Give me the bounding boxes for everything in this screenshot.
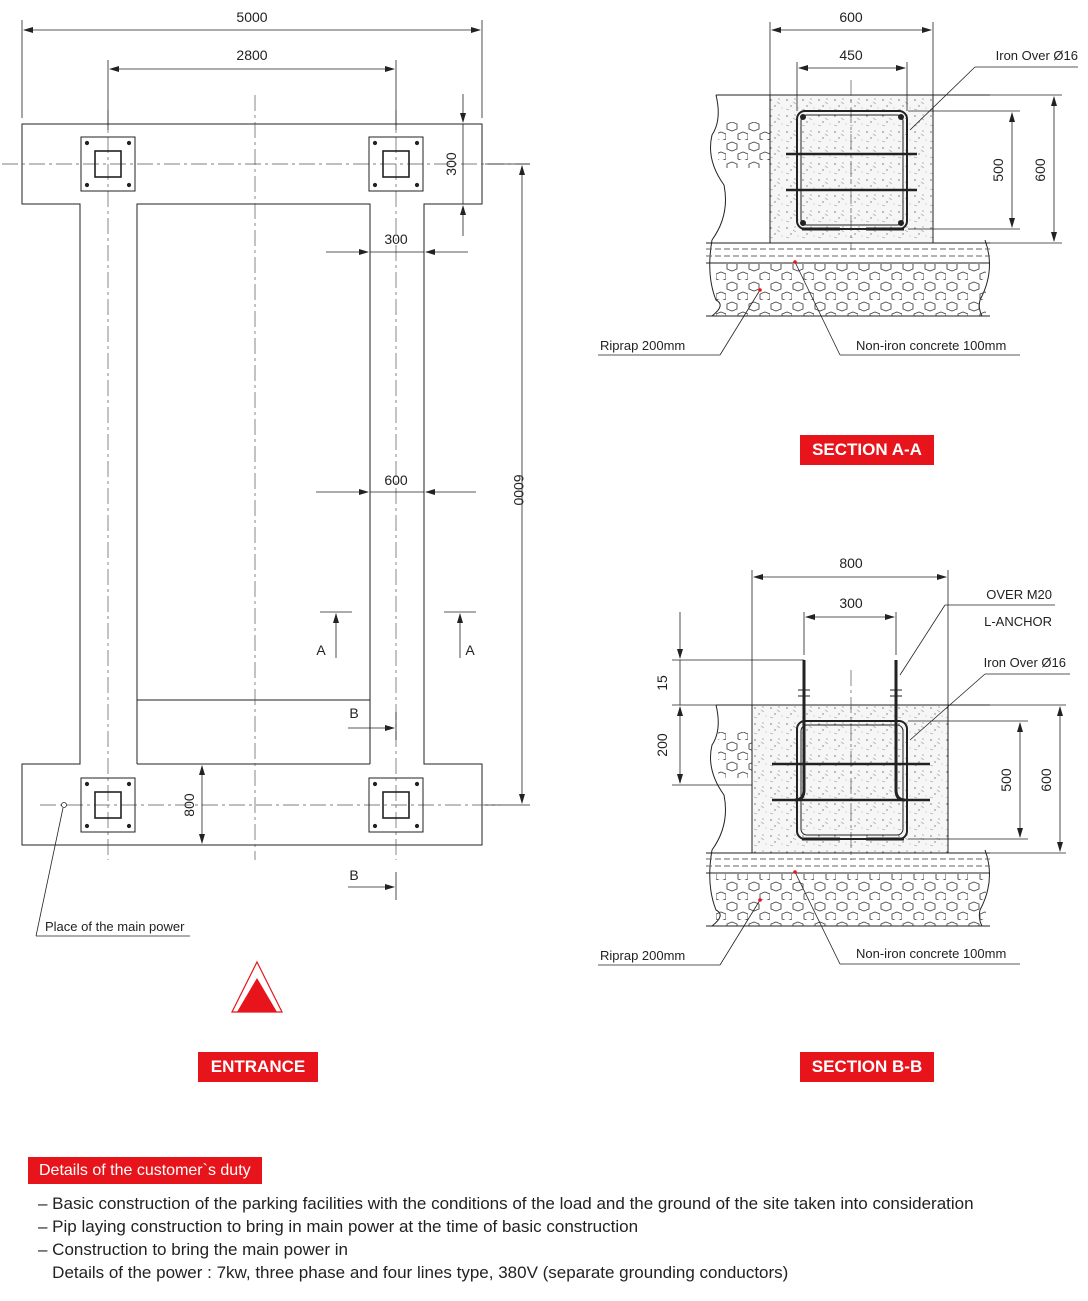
entrance-label: ENTRANCE (198, 1052, 318, 1082)
l-anchor-right (890, 660, 906, 802)
section-bb-title: SECTION B-B (800, 1052, 934, 1082)
section-bb (598, 570, 1070, 966)
concrete-block-bb (751, 704, 949, 854)
bb-iron-label: Iron Over Ø16 (984, 655, 1066, 670)
dim-5000-label: 5000 (236, 9, 267, 25)
section-b-marker-bottom (348, 872, 397, 900)
dim-300-vertical-label: 300 (443, 152, 459, 176)
power-place-label: Place of the main power (45, 919, 185, 934)
base-plate (80, 136, 136, 192)
rebar-cage-aa (796, 110, 908, 230)
section-b-top-label: B (349, 705, 358, 721)
bb-dim-15: 15 (654, 675, 670, 691)
duty-item: – Construction to bring the main power i… (38, 1240, 348, 1259)
aa-dim-500: 500 (990, 158, 1006, 182)
power-leader (35, 802, 190, 937)
plan-view (2, 20, 530, 1013)
aa-dim-450: 450 (839, 47, 863, 63)
riprap-aa (716, 264, 986, 316)
aa-concrete-label: Non-iron concrete 100mm (856, 338, 1006, 353)
foundation-outline (21, 123, 483, 846)
concrete-block-aa (769, 94, 934, 244)
dim-600-plan-label: 600 (384, 472, 408, 488)
bb-riprap-label: Riprap 200mm (600, 948, 685, 963)
dim-600-plan (316, 470, 476, 495)
duty-heading: Details of the customer`s duty (28, 1157, 262, 1184)
dim-6000 (485, 163, 530, 806)
section-b-marker-top (348, 712, 397, 740)
bb-anchor-label-2: L-ANCHOR (984, 614, 1052, 629)
base-plate (80, 777, 136, 833)
bb-dim-200: 200 (654, 733, 670, 757)
aa-iron-label: Iron Over Ø16 (996, 48, 1078, 63)
section-a-marker-left (320, 611, 352, 658)
bb-dim-300: 300 (839, 595, 863, 611)
soil-break-left (710, 94, 726, 241)
l-anchor-left (794, 660, 810, 802)
dim-2800-label: 2800 (236, 47, 267, 63)
aa-riprap-label: Riprap 200mm (600, 338, 685, 353)
section-a-left-label: A (316, 642, 326, 658)
bb-anchor-label-1: OVER M20 (986, 587, 1052, 602)
bb-concrete-label: Non-iron concrete 100mm (856, 946, 1006, 961)
soil-break-left-bb (710, 704, 726, 851)
riprap-bb (716, 874, 986, 926)
dim-300-vertical (425, 94, 470, 236)
section-a-marker-right (444, 611, 476, 658)
duty-item: Details of the power : 7kw, three phase … (38, 1263, 789, 1282)
rebar-cage-bb (796, 720, 908, 840)
base-plate (368, 777, 424, 833)
dim-6000-label: 6000 (511, 474, 527, 505)
section-aa (598, 22, 1078, 356)
duty-item: – Pip laying construction to bring in ma… (38, 1217, 639, 1236)
section-aa-title: SECTION A-A (800, 435, 934, 465)
duty-item: – Basic construction of the parking faci… (38, 1194, 974, 1213)
duty-list: – Basic construction of the parking faci… (38, 1192, 1068, 1284)
dim-300-horizontal-label: 300 (384, 231, 408, 247)
aa-dim-600-top: 600 (839, 9, 863, 25)
aa-dim-600-side: 600 (1032, 158, 1048, 182)
foundation-inner (136, 203, 371, 701)
section-a-right-label: A (465, 642, 475, 658)
dim-2800 (107, 60, 397, 130)
dim-5000 (21, 20, 483, 118)
bb-dim-500: 500 (998, 768, 1014, 792)
bb-dim-800: 800 (839, 555, 863, 571)
bb-dim-600: 600 (1038, 768, 1054, 792)
section-b-bottom-label: B (349, 867, 358, 883)
entrance-triangle-icon (231, 960, 283, 1013)
base-plate (368, 136, 424, 192)
dim-800-plan-label: 800 (181, 793, 197, 817)
